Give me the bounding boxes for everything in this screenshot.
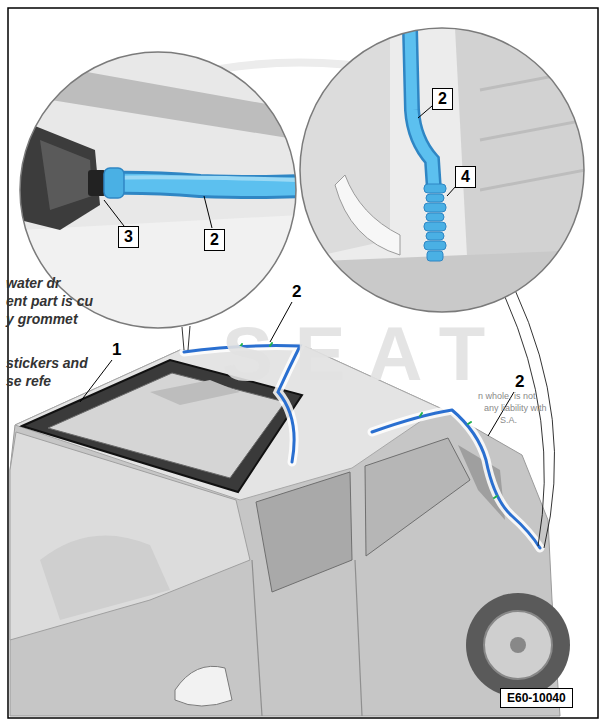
note-fragment: y grommet — [6, 312, 78, 326]
copyright-fragment: S.A. — [500, 416, 517, 425]
copyright-fragment: any liability with — [484, 404, 547, 413]
copyright-fragment: n whole, is not — [478, 392, 536, 401]
detail-circle — [20, 50, 300, 330]
figure-reference: E60-10040 — [500, 688, 573, 708]
callout-number: 1 — [110, 340, 123, 359]
callout-number: 3 — [118, 226, 139, 248]
callout-number: 4 — [455, 166, 476, 188]
watermark: SEAT — [222, 316, 507, 392]
callout-number: 2 — [290, 282, 303, 301]
callout-number: 2 — [513, 372, 526, 391]
note-fragment: water dr — [6, 276, 60, 290]
car — [10, 344, 570, 716]
note-fragment: ent part is cu — [6, 294, 93, 308]
note-fragment: se refe — [6, 374, 51, 388]
frame — [8, 8, 598, 718]
note-fragment: stickers and — [6, 356, 88, 370]
callout-number: 2 — [432, 88, 453, 110]
detail-circle — [300, 28, 585, 313]
magnifier-leader — [182, 326, 190, 350]
callout-number: 2 — [204, 229, 225, 251]
